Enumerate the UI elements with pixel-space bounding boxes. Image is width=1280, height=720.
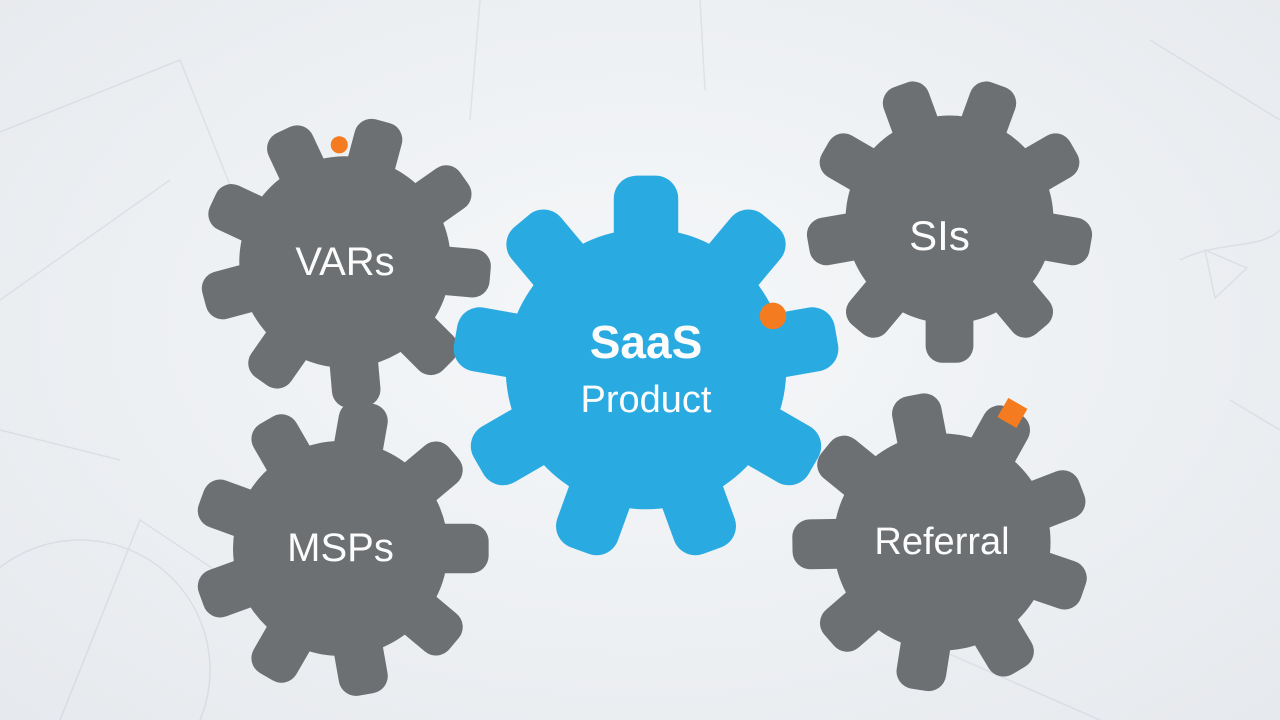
- gear-icon: [802, 72, 1097, 367]
- gear-icon: [788, 388, 1096, 696]
- gear-saas-product: SaaS Product: [447, 170, 845, 568]
- orange-accent-peek: [330, 136, 348, 154]
- gear-shape: [450, 176, 842, 562]
- orange-dot-accent: [759, 302, 787, 330]
- gear-icon: [447, 170, 845, 568]
- gear-icon: [195, 112, 495, 412]
- gear-sis: SIs: [802, 72, 1097, 367]
- orange-square-accent: [997, 397, 1028, 428]
